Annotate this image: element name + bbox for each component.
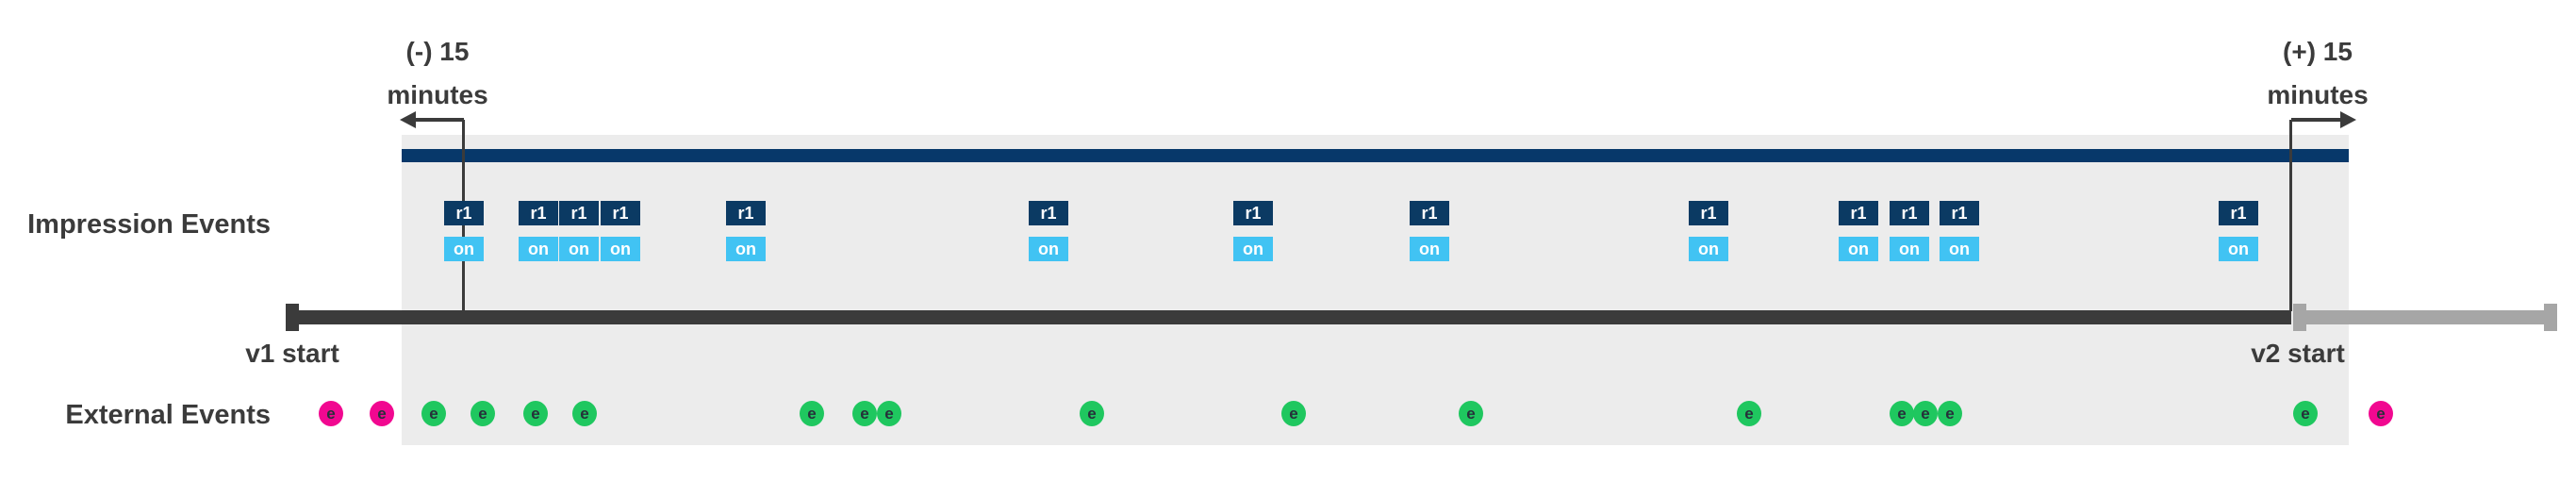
external-event-dot-green: e (1459, 401, 1483, 426)
external-event-dot-green: e (877, 401, 901, 426)
impression-status-box: on (1890, 237, 1929, 261)
external-event-dot-green: e (1938, 401, 1962, 426)
timeline-end-cap (2544, 304, 2557, 331)
impression-event: r1 on (2219, 201, 2258, 261)
impression-event: r1 on (519, 201, 558, 261)
arrow-left-icon (400, 111, 416, 128)
impression-event-box: r1 (1029, 201, 1068, 225)
external-event-dot-green: e (2293, 401, 2318, 426)
timeline-v1-segment (292, 310, 2291, 324)
impression-event-box: r1 (559, 201, 599, 225)
impression-status-box: on (1839, 237, 1878, 261)
external-event-dot-green: e (1890, 401, 1914, 426)
impression-event: r1 on (1940, 201, 1979, 261)
impression-events-row-label: Impression Events (27, 209, 271, 240)
impression-status-box: on (1689, 237, 1728, 261)
external-event-dot-green: e (1737, 401, 1761, 426)
plus-15-label-line2: minutes (2267, 80, 2369, 109)
impression-status-box: on (519, 237, 558, 261)
impression-event-box: r1 (1890, 201, 1929, 225)
v1-start-label: v1 start (245, 339, 339, 368)
v2-start-cap (2293, 304, 2306, 331)
plus-15-label-line1: (+) 15 (2283, 37, 2353, 66)
impression-status-box: on (1410, 237, 1449, 261)
impression-event-box: r1 (726, 201, 766, 225)
external-event-dot-green: e (1080, 401, 1104, 426)
impression-status-box: on (1029, 237, 1068, 261)
plus-15-label: (+) 15 minutes (2204, 30, 2431, 117)
impression-event-box: r1 (519, 201, 558, 225)
impression-event-box: r1 (2219, 201, 2258, 225)
external-event-dot-green: e (852, 401, 877, 426)
impression-event-box: r1 (1940, 201, 1979, 225)
external-event-dot-green: e (1281, 401, 1306, 426)
minus-15-label: (-) 15 minutes (324, 30, 551, 117)
impression-event-box: r1 (1410, 201, 1449, 225)
impression-event: r1 on (1890, 201, 1929, 261)
impression-event-box: r1 (1839, 201, 1878, 225)
external-event-dot-green: e (572, 401, 597, 426)
external-events-row-label: External Events (65, 400, 271, 430)
timeline-v2-segment (2301, 310, 2551, 324)
impression-event-box: r1 (444, 201, 484, 225)
external-event-dot-magenta: e (2369, 401, 2393, 426)
impression-status-box: on (444, 237, 484, 261)
impression-event-box: r1 (1689, 201, 1728, 225)
impression-event: r1 on (1839, 201, 1878, 261)
impression-event: r1 on (444, 201, 484, 261)
impression-status-box: on (1940, 237, 1979, 261)
impression-status-box: on (2219, 237, 2258, 261)
impression-event: r1 on (601, 201, 640, 261)
v2-start-label: v2 start (2251, 339, 2345, 368)
external-event-dot-green: e (421, 401, 446, 426)
experiment-bar (402, 149, 2349, 162)
analysis-window-band (402, 135, 2349, 445)
plus-15-arrow-shaft (2291, 118, 2341, 122)
minus-15-label-line2: minutes (387, 80, 488, 109)
external-event-dot-green: e (523, 401, 548, 426)
impression-event: r1 on (1029, 201, 1068, 261)
impression-status-box: on (1233, 237, 1273, 261)
impression-event: r1 on (1410, 201, 1449, 261)
arrow-right-icon (2340, 111, 2356, 128)
impression-status-box: on (559, 237, 599, 261)
v1-start-cap (286, 304, 299, 331)
external-event-dot-green: e (1913, 401, 1938, 426)
impression-event: r1 on (559, 201, 599, 261)
impression-status-box: on (726, 237, 766, 261)
external-event-dot-magenta: e (370, 401, 394, 426)
external-event-dot-magenta: e (319, 401, 343, 426)
impression-event: r1 on (1233, 201, 1273, 261)
minus-15-label-line1: (-) 15 (405, 37, 470, 66)
minus-15-arrow-shaft (415, 118, 464, 122)
plus-15-marker-line (2289, 120, 2292, 311)
external-event-dot-green: e (800, 401, 824, 426)
impression-event-box: r1 (601, 201, 640, 225)
impression-event-box: r1 (1233, 201, 1273, 225)
external-event-dot-green: e (471, 401, 495, 426)
impression-event: r1 on (1689, 201, 1728, 261)
impression-status-box: on (601, 237, 640, 261)
impression-event: r1 on (726, 201, 766, 261)
